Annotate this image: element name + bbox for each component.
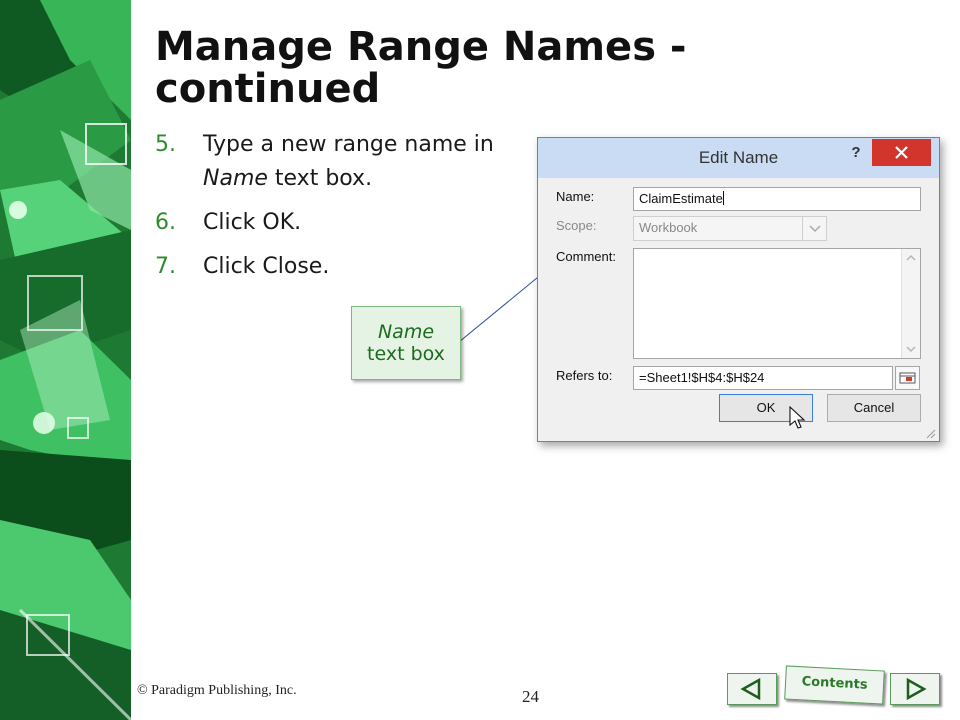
comment-scrollbar[interactable] [901,249,920,358]
copyright-text: © Paradigm Publishing, Inc. [137,683,297,698]
edit-name-dialog: Edit Name ? Name: ClaimEstimate Scope: W… [537,137,940,442]
refers-to-field[interactable]: =Sheet1!$H$4:$H$24 [633,366,893,390]
list-item: 7. Click Close. [155,250,535,284]
step-text: Type a new range name in [203,132,494,157]
dialog-title: Edit Name [698,148,779,167]
slide-title: Manage Range Names - continued [155,24,687,112]
scope-value: Workbook [639,220,698,235]
triangle-right-icon [906,677,927,701]
comment-textarea[interactable] [633,248,921,359]
step-text-end: text box. [267,166,373,191]
callout-line2: text box [367,343,445,365]
scope-label: Scope: [556,218,597,233]
ok-button[interactable]: OK [719,394,813,422]
list-item: 5. Type a new range name in Name text bo… [155,128,535,196]
collapse-dialog-button[interactable] [895,366,920,390]
decorative-green-strip [0,0,131,720]
name-field-value: ClaimEstimate [639,191,723,206]
steps-list: 5. Type a new range name in Name text bo… [155,128,535,294]
name-label: Name: [556,189,595,204]
step-number: 5. [155,132,176,157]
list-item: 6. Click OK. [155,206,535,240]
scroll-down-icon [906,346,916,353]
callout-line1: Name [377,321,435,343]
page-number: 24 [522,687,539,706]
step-text: Click OK. [203,210,302,235]
text-cursor [722,191,724,205]
previous-slide-button[interactable] [727,673,777,705]
help-button[interactable]: ? [851,144,861,161]
scope-dropdown[interactable]: Workbook [633,216,827,241]
scroll-up-icon [906,254,916,261]
triangle-left-icon [740,677,761,701]
comment-label: Comment: [556,249,616,264]
close-button[interactable] [872,139,931,166]
step-text: Click Close. [203,254,330,279]
step-number: 6. [155,210,176,235]
name-field[interactable]: ClaimEstimate [633,187,921,211]
mouse-pointer-icon [789,406,806,429]
range-select-icon [899,372,916,384]
close-icon [895,146,908,159]
step-number: 7. [155,254,176,279]
contents-button[interactable]: Contents [784,665,885,705]
cancel-button[interactable]: Cancel [827,394,921,422]
callout-box: Name text box [351,306,461,380]
refers-to-label: Refers to: [556,368,613,383]
resize-grip-icon[interactable] [924,427,936,439]
step-text-emphasis: Name [203,166,268,191]
next-slide-button[interactable] [890,673,940,705]
chevron-down-icon [802,217,827,240]
